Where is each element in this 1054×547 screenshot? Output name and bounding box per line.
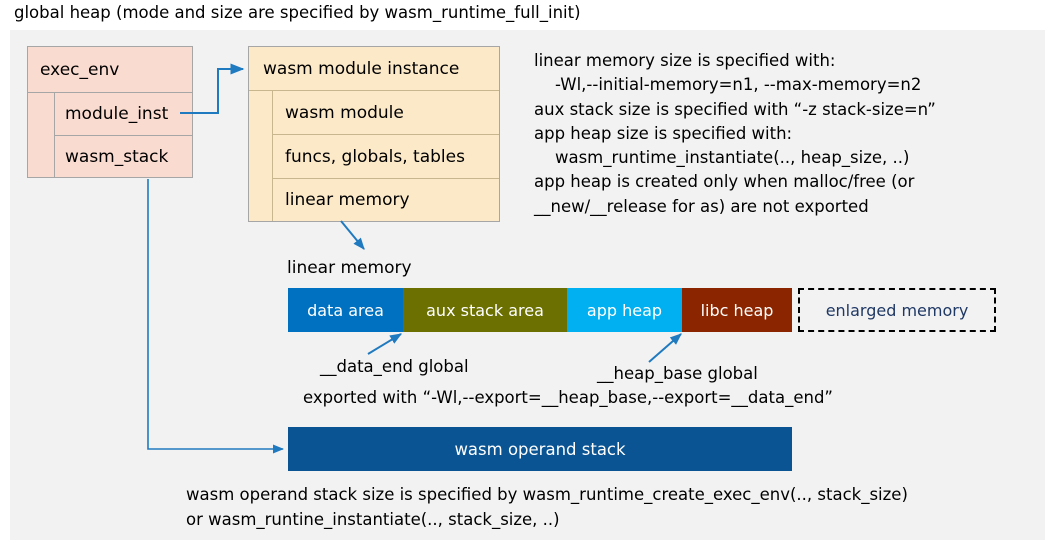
segment-app-heap: app heap (567, 288, 682, 332)
page-title: global heap (mode and size are specified… (14, 3, 581, 22)
note-exported-with: exported with “-Wl,--export=__heap_base,… (303, 388, 833, 407)
exec-env-header: exec_env (28, 47, 192, 93)
module-instance-row-wasm-module: wasm module (273, 91, 499, 135)
note-data-end-global: __data_end global (320, 357, 469, 376)
note-operand-stack-size: wasm operand stack size is specified by … (186, 485, 908, 529)
exec-env-row-module-inst: module_inst (55, 93, 192, 136)
segment-enlarged-memory: enlarged memory (798, 288, 996, 332)
segment-aux-stack-area: aux stack area (403, 288, 567, 332)
linear-memory-label: linear memory (287, 258, 412, 278)
module-instance-row-linear-memory: linear memory (285, 190, 410, 210)
segment-data-area: data area (288, 288, 403, 332)
linear-memory-bar: data area aux stack area app heap libc h… (288, 288, 996, 332)
wasm-operand-stack-box: wasm operand stack (288, 427, 792, 471)
module-instance-header: wasm module instance (249, 47, 499, 91)
exec-env-row-wasm-stack: wasm_stack (65, 147, 169, 167)
module-instance-row-funcs-globals-tables: funcs, globals, tables (273, 135, 499, 179)
module-instance-gutter (249, 91, 273, 221)
note-heap-base-global: __heap_base global (597, 364, 758, 383)
segment-libc-heap: libc heap (682, 288, 792, 332)
linear-memory-notes: linear memory size is specified with: -W… (534, 51, 936, 216)
exec-env-gutter (28, 93, 55, 177)
wasm-module-instance-box: wasm module instance wasm module funcs, … (248, 46, 500, 222)
exec-env-box: exec_env module_inst wasm_stack (27, 46, 193, 178)
